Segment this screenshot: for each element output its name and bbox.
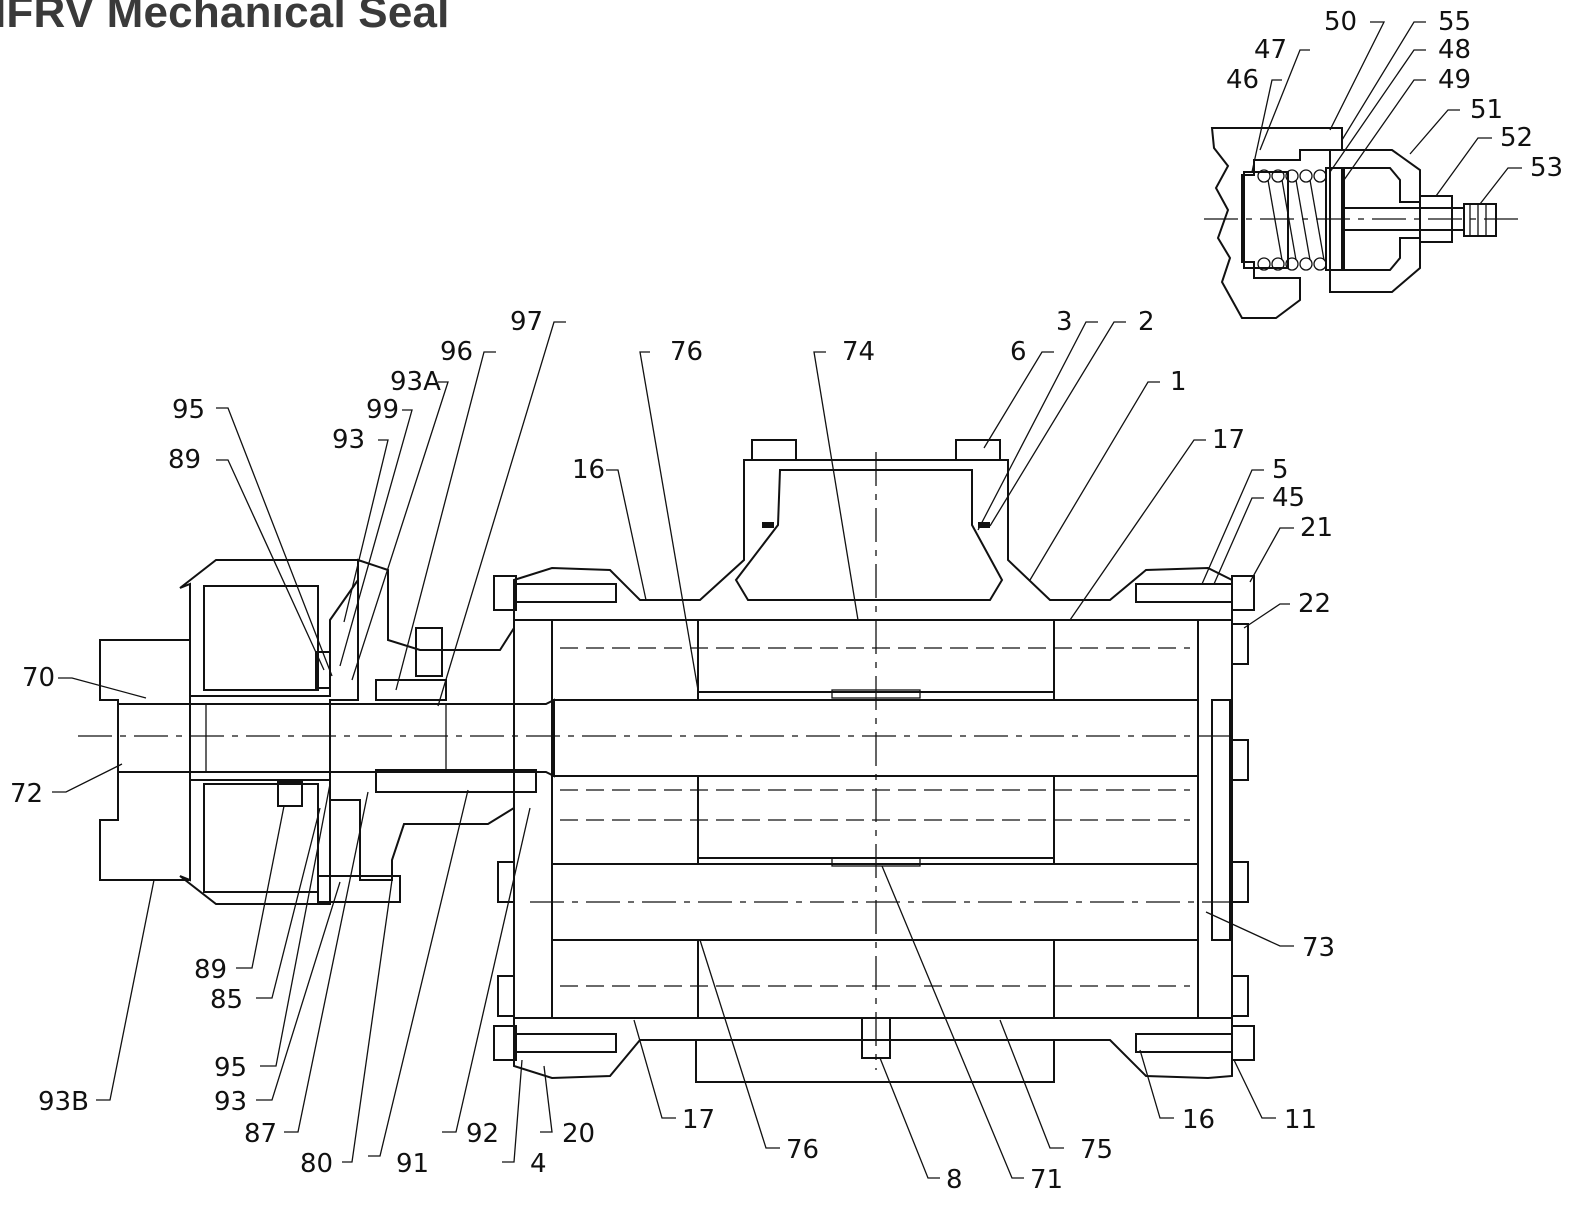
callout-52: 52 bbox=[1500, 123, 1533, 153]
inlet-port-opening bbox=[734, 469, 1004, 601]
callout-22: 22 bbox=[1298, 589, 1331, 619]
head-left bbox=[513, 619, 553, 1019]
callout-99: 99 bbox=[366, 395, 399, 425]
inset-body-left bbox=[1210, 127, 1343, 319]
inlet-gasket-left bbox=[762, 522, 774, 528]
callout-55: 55 bbox=[1438, 7, 1471, 37]
callout-87: 87 bbox=[244, 1119, 277, 1149]
callout-45: 45 bbox=[1272, 483, 1305, 513]
callout-6: 6 bbox=[1010, 337, 1027, 367]
callout-2: 2 bbox=[1138, 307, 1155, 337]
callout-1: 1 bbox=[1170, 367, 1187, 397]
bushing-left-bottom bbox=[551, 939, 699, 1019]
callout-21: 21 bbox=[1300, 513, 1333, 543]
callout-50: 50 bbox=[1324, 7, 1357, 37]
callout-75: 75 bbox=[1080, 1135, 1113, 1165]
callout-95-bottom: 95 bbox=[214, 1053, 247, 1083]
inlet-gasket-right bbox=[978, 522, 990, 528]
callout-46: 46 bbox=[1226, 65, 1259, 95]
callout-51: 51 bbox=[1470, 95, 1503, 125]
callout-96: 96 bbox=[440, 337, 473, 367]
casing-bolts bbox=[493, 575, 1255, 1061]
callout-80: 80 bbox=[300, 1149, 333, 1179]
callout-16-top: 16 bbox=[572, 455, 605, 485]
seal-collar bbox=[415, 627, 443, 677]
callout-16-bottom: 16 bbox=[1182, 1105, 1215, 1135]
callout-95-top: 95 bbox=[172, 395, 205, 425]
inlet-flange-bolt-left bbox=[751, 439, 797, 461]
callout-4: 4 bbox=[530, 1149, 547, 1179]
casing-bottom bbox=[513, 1017, 1233, 1080]
callout-92: 92 bbox=[466, 1119, 499, 1149]
callout-71: 71 bbox=[1030, 1165, 1063, 1195]
inset-spring bbox=[1257, 169, 1327, 271]
inset-valve-piston bbox=[1243, 171, 1289, 269]
idler-bushing-left-top bbox=[551, 619, 699, 701]
callout-47: 47 bbox=[1254, 35, 1287, 65]
bushing-right-bottom bbox=[1053, 939, 1199, 1019]
inset-detail-relief-valve bbox=[1204, 127, 1520, 319]
seal-bracket bbox=[329, 558, 515, 881]
idler-bushing-right-top bbox=[1053, 619, 1199, 701]
seal-housing bbox=[99, 558, 537, 905]
callout-70: 70 bbox=[22, 663, 55, 693]
callout-97: 97 bbox=[510, 307, 543, 337]
callout-76-bottom: 76 bbox=[786, 1135, 819, 1165]
diagram-title: IFRV Mechanical Seal bbox=[0, 0, 450, 37]
gland-bolt-89-lower bbox=[277, 781, 303, 807]
callout-17-top: 17 bbox=[1212, 425, 1245, 455]
relief-chamber-right bbox=[1211, 699, 1231, 941]
callout-17-bottom: 17 bbox=[682, 1105, 715, 1135]
nut-87 bbox=[317, 875, 401, 903]
coupling-hub bbox=[99, 639, 191, 881]
seal-gland bbox=[375, 679, 447, 701]
bushing-right-mid bbox=[1053, 775, 1199, 865]
callout-3: 3 bbox=[1056, 307, 1073, 337]
callout-89-top: 89 bbox=[168, 445, 201, 475]
callout-74: 74 bbox=[842, 337, 875, 367]
callout-53: 53 bbox=[1530, 153, 1563, 183]
callout-89-bottom: 89 bbox=[194, 955, 227, 985]
callout-93-top: 93 bbox=[332, 425, 365, 455]
callout-48: 48 bbox=[1438, 35, 1471, 65]
callout-8: 8 bbox=[946, 1165, 963, 1195]
callout-72: 72 bbox=[10, 779, 43, 809]
drive-shaft bbox=[117, 698, 555, 778]
bearing-frame bbox=[179, 559, 359, 905]
callout-11: 11 bbox=[1284, 1105, 1317, 1135]
leader-lines bbox=[52, 21, 1522, 1179]
callout-93B: 93B bbox=[38, 1087, 89, 1117]
callout-49: 49 bbox=[1438, 65, 1471, 95]
callout-93-bottom: 93 bbox=[214, 1087, 247, 1117]
bearing-frame-inner-bottom bbox=[203, 783, 319, 893]
callout-20: 20 bbox=[562, 1119, 595, 1149]
bearing-frame-inner-top bbox=[203, 585, 319, 691]
head-right bbox=[1197, 619, 1233, 1019]
centerlines bbox=[78, 452, 1240, 1070]
callout-85: 85 bbox=[210, 985, 243, 1015]
casing-top bbox=[513, 459, 1233, 621]
inlet-flange-bolt-right bbox=[955, 439, 1001, 461]
pump-foot bbox=[695, 1039, 1055, 1083]
callout-labels: 50 55 47 48 46 49 51 52 53 97 96 76 74 3… bbox=[10, 7, 1563, 1195]
callout-5: 5 bbox=[1272, 455, 1289, 485]
seal-rings bbox=[375, 769, 537, 793]
drive-shaft-in-pump bbox=[551, 699, 1199, 777]
inset-screw-head bbox=[1463, 203, 1497, 237]
shaft-body bbox=[117, 698, 555, 778]
callout-76-top: 76 bbox=[670, 337, 703, 367]
callout-73: 73 bbox=[1302, 933, 1335, 963]
callout-91: 91 bbox=[396, 1149, 429, 1179]
callout-93A: 93A bbox=[390, 367, 441, 397]
rotor-assembly bbox=[551, 619, 1199, 1059]
